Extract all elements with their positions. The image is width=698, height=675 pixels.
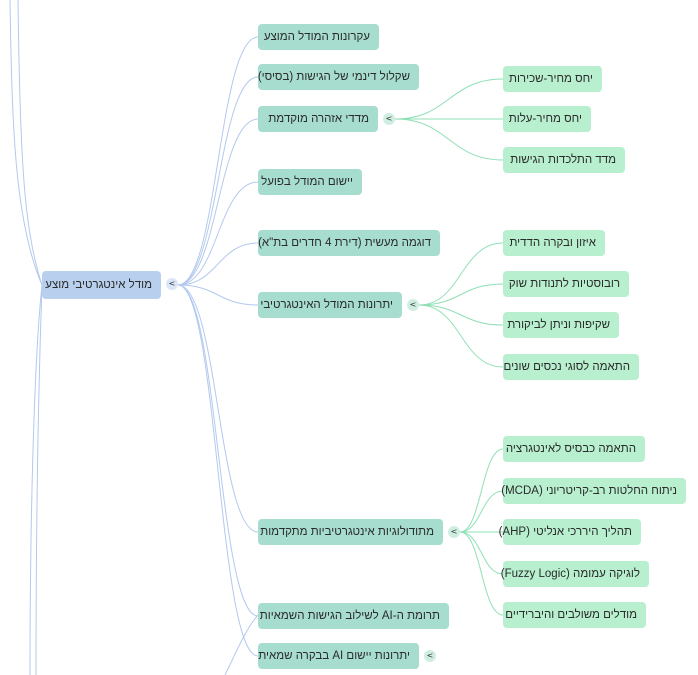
- chevron-left-icon: <: [168, 279, 176, 288]
- branch-node[interactable]: דוגמה מעשית (דירת 4 חדרים בת"א): [258, 230, 440, 256]
- root-collapse-toggle[interactable]: <: [166, 278, 178, 290]
- leaf-node[interactable]: התאמה כבסיס לאינטגרציה: [503, 436, 645, 462]
- leaf-connector-line: [459, 531, 504, 575]
- chevron-left-icon: <: [385, 114, 393, 123]
- offscreen-connector-line: [9, 0, 43, 286]
- leaf-node-label: איזון ובקרה הדדית: [509, 237, 596, 249]
- branch-node-label: תרומת ה-AI לשילוב הגישות השמאיות: [259, 610, 440, 622]
- leaf-node[interactable]: רובוסטיות לתנודות שוק: [503, 271, 629, 297]
- branch-node-label: יישום המודל בפועל: [261, 176, 353, 188]
- branch-collapse-toggle[interactable]: <: [424, 650, 436, 662]
- leaf-connector-line: [418, 304, 504, 368]
- branch-node[interactable]: מדדי אזהרה מוקדמת: [258, 106, 378, 132]
- branch-node-label: מדדי אזהרה מוקדמת: [268, 113, 369, 125]
- leaf-connector-line: [418, 304, 504, 326]
- leaf-node-label: מודלים משולבים והיברידיים: [505, 609, 637, 621]
- branch-node[interactable]: תרומת ה-AI לשילוב הגישות השמאיות: [258, 603, 449, 629]
- branch-node[interactable]: עקרונות המודל המוצע: [258, 24, 379, 50]
- offscreen-connector-line: [29, 284, 43, 675]
- branch-node-label: דוגמה מעשית (דירת 4 חדרים בת"א): [258, 237, 431, 249]
- leaf-node-label: ניתוח החלטות רב-קריטריוני (MCDA): [501, 485, 677, 497]
- leaf-node-label: יחס מחיר-עלות: [508, 113, 582, 125]
- chevron-left-icon: <: [426, 651, 434, 660]
- branch-node[interactable]: יתרונות יישום AI בבקרה שמאית: [258, 643, 419, 669]
- root-node-label: מודל אינטגרטיבי מוצע: [45, 279, 152, 291]
- leaf-node[interactable]: התאמה לסוגי נכסים שונים: [503, 354, 639, 380]
- leaf-node-label: התאמה כבסיס לאינטגרציה: [505, 443, 636, 455]
- leaf-connector-line: [418, 242, 504, 306]
- leaf-node[interactable]: לוגיקה עמומה (Fuzzy Logic): [500, 561, 649, 587]
- root-node[interactable]: מודל אינטגרטיבי מוצע: [42, 271, 161, 299]
- branch-node-label: עקרונות המודל המוצע: [263, 31, 370, 43]
- leaf-node[interactable]: ניתוח החלטות רב-קריטריוני (MCDA): [501, 478, 686, 504]
- leaf-node-label: רובוסטיות לתנודות שוק: [508, 278, 620, 290]
- branch-node-label: מתודולוגיות אינטגרטיביות מתקדמות: [260, 526, 434, 538]
- root-connector-line: [177, 76, 259, 286]
- offscreen-connector-line: [224, 614, 259, 675]
- leaf-connector-line: [459, 448, 504, 533]
- leaf-node-label: מדד התלכדות הגישות: [510, 154, 616, 166]
- leaf-node[interactable]: יחס מחיר-שכירות: [503, 66, 602, 92]
- leaf-node[interactable]: מדד התלכדות הגישות: [503, 147, 625, 173]
- branch-node[interactable]: מתודולוגיות אינטגרטיביות מתקדמות: [258, 519, 443, 545]
- leaf-connector-line: [418, 283, 504, 306]
- branch-node[interactable]: יישום המודל בפועל: [258, 169, 362, 195]
- chevron-left-icon: <: [450, 527, 458, 536]
- leaf-connector-line: [394, 78, 504, 120]
- root-connector-line: [177, 284, 259, 657]
- leaf-connector-line: [459, 490, 504, 533]
- root-connector-line: [177, 181, 259, 286]
- leaf-node[interactable]: איזון ובקרה הדדית: [503, 230, 605, 256]
- branch-node[interactable]: יתרונות המודל האינטגרטיבי: [258, 292, 402, 318]
- leaf-node-label: תהליך היררכי אנליטי (AHP): [498, 526, 632, 538]
- branch-collapse-toggle[interactable]: <: [383, 113, 395, 125]
- branch-node-label: יתרונות המודל האינטגרטיבי: [260, 299, 393, 311]
- root-connector-line: [177, 284, 259, 617]
- leaf-node[interactable]: מודלים משולבים והיברידיים: [503, 602, 646, 628]
- root-connector-line: [177, 118, 259, 286]
- offscreen-connector-line: [35, 284, 43, 675]
- leaf-node-label: התאמה לסוגי נכסים שונים: [503, 361, 631, 373]
- leaf-node-label: יחס מחיר-שכירות: [509, 73, 593, 85]
- root-connector-line: [177, 284, 259, 306]
- root-connector-line: [177, 284, 259, 533]
- branch-node-label: יתרונות יישום AI בבקרה שמאית: [258, 650, 410, 662]
- branch-node-label: שקלול דינמי של הגישות (בסיסי): [257, 71, 410, 83]
- branch-collapse-toggle[interactable]: <: [448, 526, 460, 538]
- branch-node[interactable]: שקלול דינמי של הגישות (בסיסי): [258, 64, 419, 90]
- leaf-node[interactable]: שקיפות וניתן לביקורת: [503, 312, 619, 338]
- chevron-left-icon: <: [409, 300, 417, 309]
- offscreen-connector-line: [17, 0, 43, 286]
- root-connector-line: [177, 36, 259, 286]
- root-connector-line: [177, 242, 259, 286]
- leaf-node[interactable]: תהליך היררכי אנליטי (AHP): [499, 519, 641, 545]
- leaf-connector-line: [394, 118, 504, 161]
- leaf-node[interactable]: יחס מחיר-עלות: [503, 106, 591, 132]
- branch-collapse-toggle[interactable]: <: [407, 299, 419, 311]
- leaf-node-label: לוגיקה עמומה (Fuzzy Logic): [500, 568, 640, 580]
- leaf-node-label: שקיפות וניתן לביקורת: [507, 319, 610, 331]
- leaf-connector-line: [459, 531, 504, 616]
